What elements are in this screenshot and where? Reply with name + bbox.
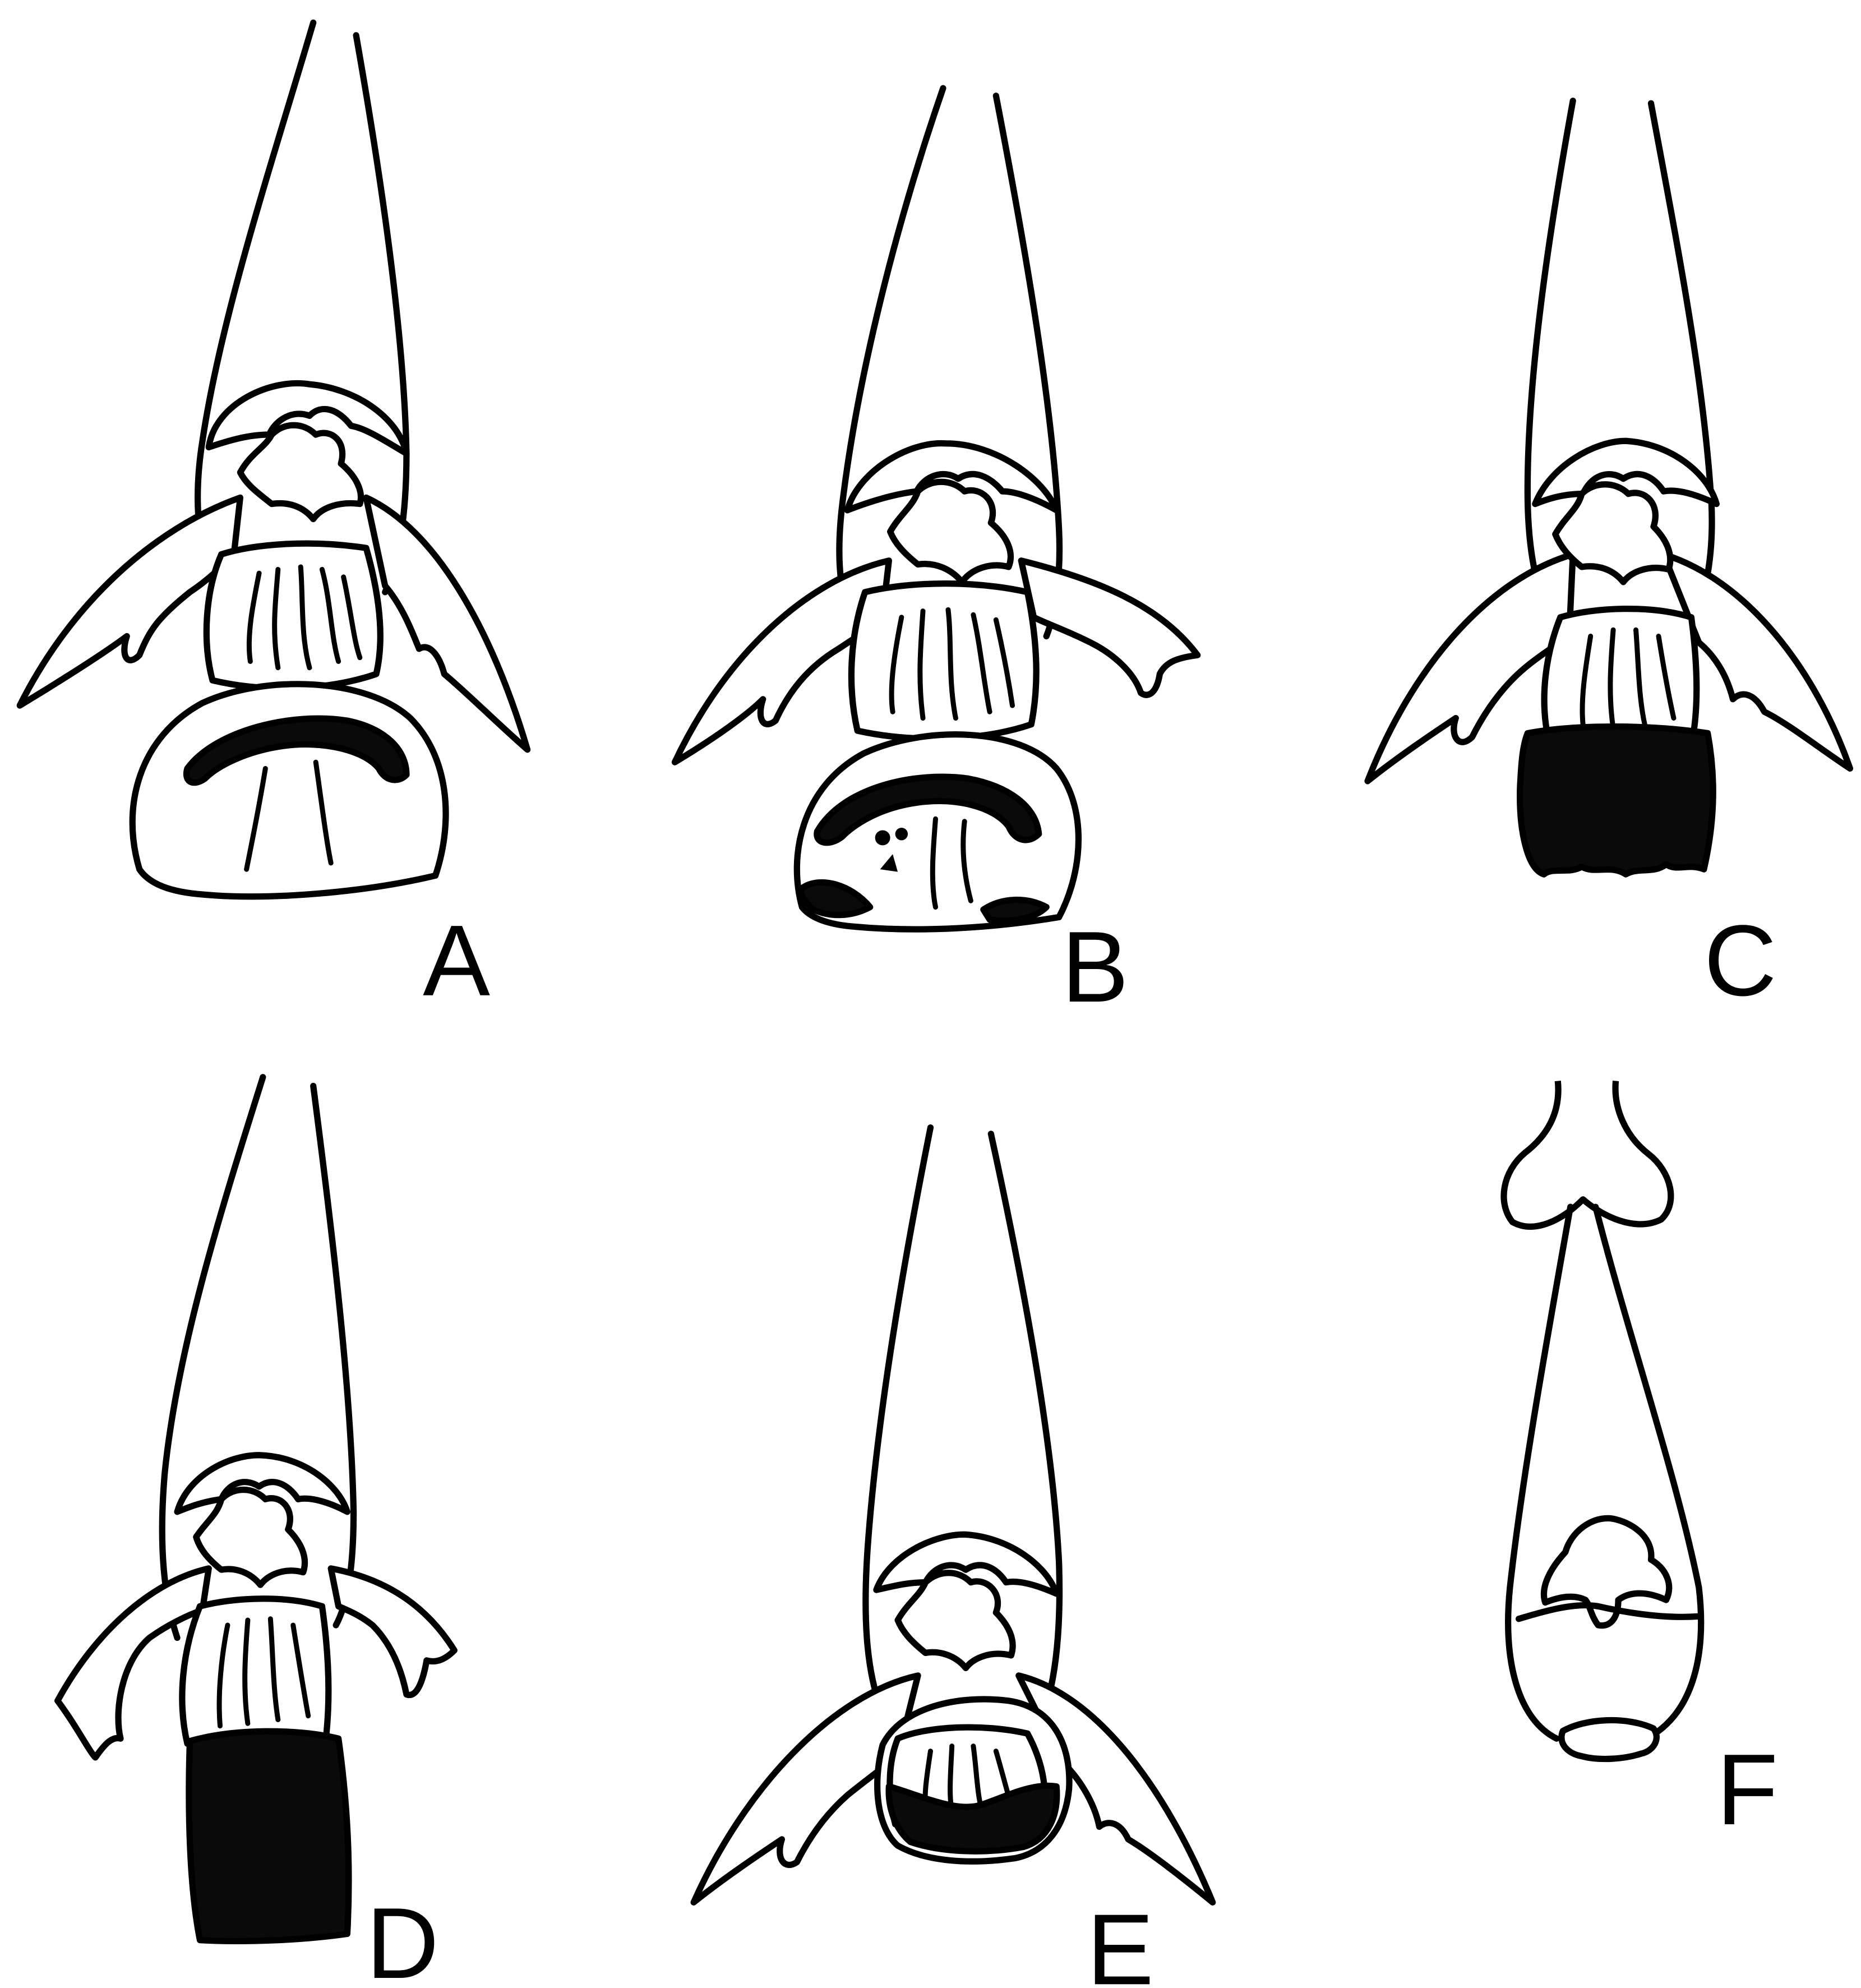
panel-b-spot-2: [895, 828, 908, 840]
panel-f: F: [1504, 1081, 1778, 1846]
panel-d: D: [58, 1077, 455, 1988]
panel-a-label: A: [423, 905, 490, 1017]
panel-d-striated-body: [182, 1599, 329, 1750]
panel-c-label: C: [1704, 905, 1777, 1017]
panel-b: B: [675, 88, 1197, 1023]
panel-c-dark-mass: [1520, 727, 1714, 874]
panel-a-basal-disk: [132, 684, 446, 897]
panel-a-striated-body: [206, 543, 380, 688]
panel-f-basal-fringe: [1562, 1720, 1656, 1759]
panel-c: C: [1368, 101, 1850, 1017]
panel-d-right-wing: [331, 1569, 454, 1695]
panel-a: A: [20, 22, 527, 1017]
panel-b-central-plate: [890, 482, 1011, 582]
panel-b-spot-1: [875, 830, 890, 845]
panel-b-label: B: [1061, 911, 1129, 1023]
panel-f-label: F: [1716, 1733, 1778, 1846]
panel-f-top-lobe: [1504, 1081, 1671, 1227]
panel-a-central-plate: [240, 425, 361, 519]
panel-d-central-plate: [196, 1490, 305, 1585]
panel-e: E: [694, 1128, 1213, 1988]
panel-e-central-plate: [898, 1573, 1013, 1668]
panel-c-striated-body: [1544, 609, 1697, 742]
panel-b-striated-body: [851, 584, 1036, 739]
panel-d-label: D: [366, 1887, 439, 1988]
panel-d-dark-mass: [189, 1731, 349, 1941]
panel-f-blade: [1508, 1207, 1701, 1738]
panel-e-label: E: [1087, 1893, 1154, 1988]
